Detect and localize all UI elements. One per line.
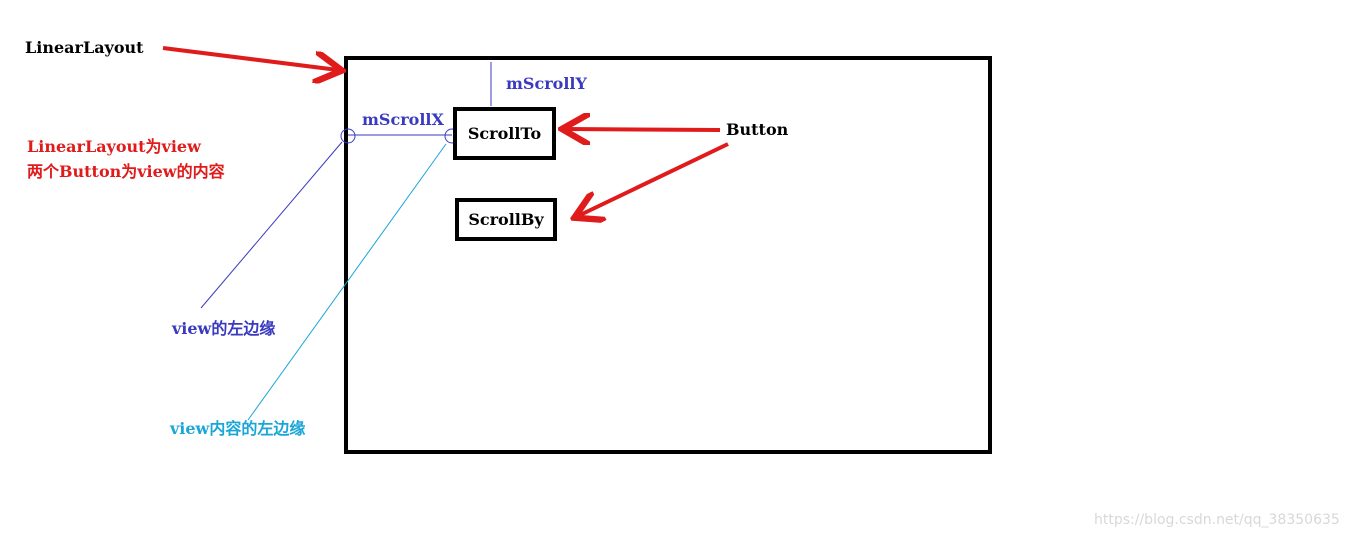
watermark: https://blog.csdn.net/qq_38350635 (1094, 512, 1340, 528)
scroll-by-button[interactable]: ScrollBy (455, 198, 557, 241)
button-label: Button (726, 120, 789, 139)
m-scroll-x-label: mScrollX (362, 110, 444, 129)
linear-layout-label: LinearLayout (25, 38, 144, 57)
linear-layout-frame (344, 56, 992, 454)
view-content-left-edge-label: view内容的左边缘 (170, 419, 306, 438)
view-left-edge-marker (340, 128, 356, 144)
m-scroll-y-label: mScrollY (506, 74, 587, 93)
button-arrow-scrollto (566, 129, 721, 130)
scroll-to-button[interactable]: ScrollTo (453, 107, 556, 160)
button-arrow-scrollby (578, 142, 729, 216)
linear-layout-arrow (162, 46, 338, 70)
note-line-2: 两个Button为view的内容 (27, 162, 225, 181)
view-left-edge-leader (200, 141, 343, 309)
note-line-1: LinearLayout为view (27, 137, 201, 156)
view-left-edge-label: view的左边缘 (172, 319, 276, 338)
content-left-edge-leader (247, 143, 447, 421)
